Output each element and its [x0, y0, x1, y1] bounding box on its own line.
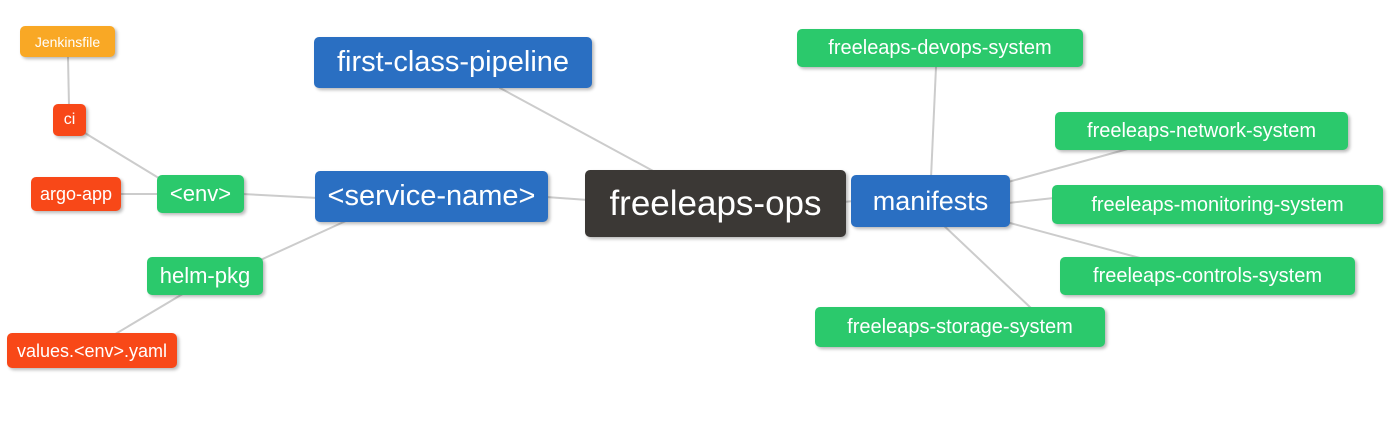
- edge-manifests-monitoring: [1007, 197, 1055, 204]
- node-freeleaps-devops-system[interactable]: freeleaps-devops-system: [797, 29, 1083, 67]
- edge-manifests-storage: [939, 221, 1033, 310]
- edge-helm-pkg-values: [111, 291, 187, 337]
- edge-manifests-controls: [1009, 222, 1141, 259]
- edge-env-service-name: [241, 193, 319, 199]
- node-ci[interactable]: ci: [53, 104, 86, 136]
- node-values-env-yaml[interactable]: values.<env>.yaml: [7, 333, 177, 368]
- edge-jenkinsfile-ci: [67, 56, 70, 107]
- edge-service-name-root: [545, 196, 589, 201]
- node-freeleaps-storage-system[interactable]: freeleaps-storage-system: [815, 307, 1105, 347]
- node-service-name[interactable]: <service-name>: [315, 171, 548, 222]
- node-freeleaps-network-system[interactable]: freeleaps-network-system: [1055, 112, 1348, 150]
- node-env[interactable]: <env>: [157, 175, 244, 213]
- edge-pipeline-root: [499, 87, 656, 173]
- node-first-class-pipeline[interactable]: first-class-pipeline: [314, 37, 592, 88]
- node-jenkinsfile[interactable]: Jenkinsfile: [20, 26, 115, 57]
- edge-manifests-devops: [930, 66, 937, 179]
- edge-manifests-network: [1007, 146, 1136, 183]
- node-manifests[interactable]: manifests: [851, 175, 1010, 227]
- node-freeleaps-monitoring-system[interactable]: freeleaps-monitoring-system: [1052, 185, 1383, 224]
- edge-helm-pkg-service-name: [255, 219, 349, 263]
- edge-ci-env: [79, 129, 163, 181]
- node-freeleaps-ops-root[interactable]: freeleaps-ops: [585, 170, 846, 237]
- node-freeleaps-controls-system[interactable]: freeleaps-controls-system: [1060, 257, 1355, 295]
- node-argo-app[interactable]: argo-app: [31, 177, 121, 211]
- node-helm-pkg[interactable]: helm-pkg: [147, 257, 263, 295]
